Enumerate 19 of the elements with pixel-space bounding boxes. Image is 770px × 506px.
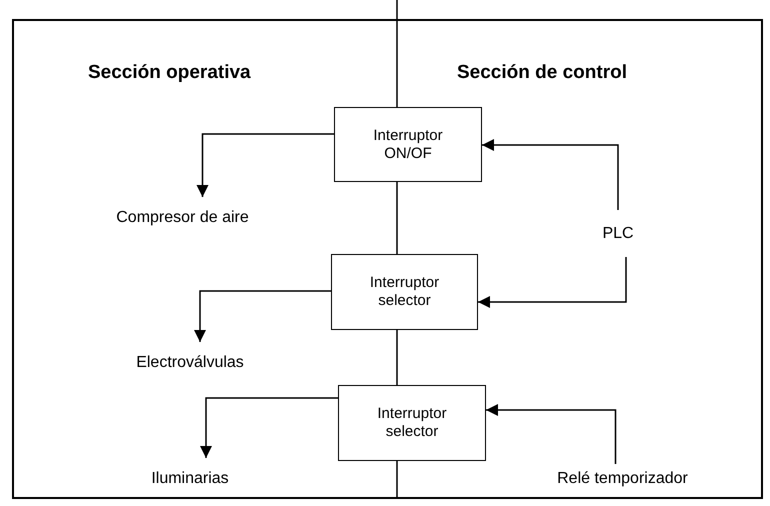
box-text: Interruptor ON/OF <box>372 126 444 162</box>
arrow <box>194 290 331 342</box>
section-heading: Sección operativa <box>88 62 251 84</box>
section-heading: Sección de control <box>457 62 627 84</box>
device-name: PLC <box>602 224 634 243</box>
box-text: Interruptor selector <box>368 274 440 310</box>
switch-box <box>334 107 482 182</box>
device-name: Compresor de aire <box>116 208 249 226</box>
switch-box <box>338 385 486 461</box>
switch-box <box>331 254 478 330</box>
arrow <box>200 397 338 458</box>
box-text: Interruptor selector <box>376 405 448 441</box>
arrow <box>486 404 616 464</box>
device-name: Electroválvulas <box>136 352 244 372</box>
device-name: Iluminarias <box>151 468 229 488</box>
device-name: Relé temporizador <box>557 468 688 488</box>
arrow <box>482 139 619 210</box>
arrow <box>478 257 627 308</box>
arrow <box>196 133 334 197</box>
